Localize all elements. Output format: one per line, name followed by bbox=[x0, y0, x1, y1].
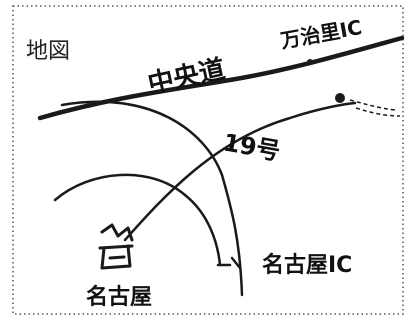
map-frame bbox=[12, 5, 404, 315]
dot-arrow-icon bbox=[335, 93, 401, 117]
interchange-spur bbox=[216, 256, 242, 270]
lower-arc-road bbox=[53, 173, 222, 267]
upper-arc-road bbox=[60, 100, 244, 297]
label-station: 名古屋 bbox=[86, 284, 152, 310]
interchange-dot bbox=[307, 59, 313, 65]
route-19-line bbox=[123, 101, 357, 242]
label-interchange-top: 万治里IC bbox=[278, 15, 364, 53]
label-expressway: 中央道 bbox=[145, 53, 228, 100]
label-interchange-bottom: 名古屋IC bbox=[262, 252, 352, 278]
map-title: 地図 bbox=[26, 39, 70, 64]
castle-icon bbox=[98, 223, 134, 270]
label-route: 19号 bbox=[221, 128, 282, 166]
